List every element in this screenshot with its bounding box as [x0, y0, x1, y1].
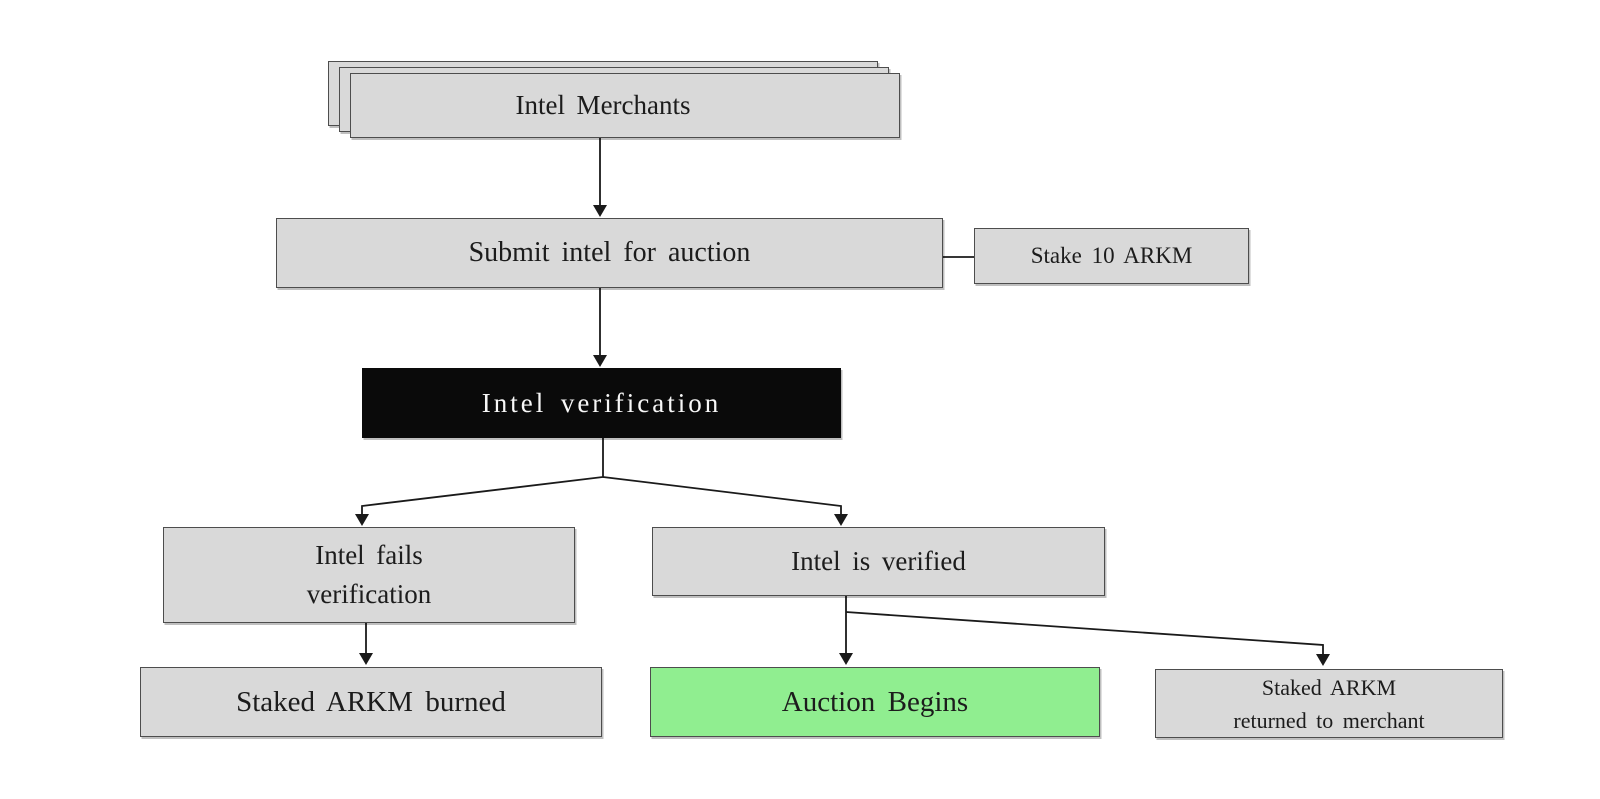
- intel-verification-label: Intel verification: [481, 387, 722, 418]
- intel-merchants-label: Intel Merchants: [515, 90, 691, 121]
- branch-verification-to-verified: [602, 476, 842, 515]
- staked-returned-line-1: Staked ARKM: [1261, 674, 1397, 700]
- arrowhead-verified-to-auction-icon: [839, 653, 853, 665]
- stake-note-label: Stake 10 ARKM: [1030, 243, 1193, 269]
- arrowhead-submit-to-verification-icon: [593, 355, 607, 367]
- node-auction-begins: Auction Begins: [650, 667, 1100, 737]
- node-intel-fails: Intel fails verification: [163, 527, 575, 623]
- node-intel-verified: Intel is verified: [652, 527, 1105, 596]
- node-intel-merchants: Intel Merchants: [350, 73, 900, 138]
- intel-fails-line-1: Intel fails: [315, 539, 423, 570]
- intel-verified-label: Intel is verified: [791, 546, 966, 577]
- staked-returned-line-2: returned to merchant: [1233, 707, 1425, 733]
- arrowhead-verification-to-fails-icon: [355, 514, 369, 526]
- node-intel-verification: Intel verification: [362, 368, 841, 438]
- arrowhead-verification-to-verified-icon: [834, 514, 848, 526]
- arrowhead-fails-to-burned-icon: [359, 653, 373, 665]
- intel-fails-line-2: verification: [306, 579, 432, 609]
- branch-verification-to-fails: [361, 438, 604, 515]
- node-staked-returned: Staked ARKM returned to merchant: [1155, 669, 1503, 738]
- node-stake-note: Stake 10 ARKM: [974, 228, 1249, 284]
- auction-begins-label: Auction Begins: [781, 685, 969, 718]
- submit-intel-label: Submit intel for auction: [468, 237, 751, 269]
- arrowhead-verified-to-returned-icon: [1316, 654, 1330, 666]
- node-submit-intel: Submit intel for auction: [276, 218, 943, 288]
- staked-burned-label: Staked ARKM burned: [236, 685, 506, 718]
- arrowhead-merchants-to-submit-icon: [593, 205, 607, 217]
- node-staked-burned: Staked ARKM burned: [140, 667, 602, 737]
- branch-verified-to-returned: [845, 611, 1324, 655]
